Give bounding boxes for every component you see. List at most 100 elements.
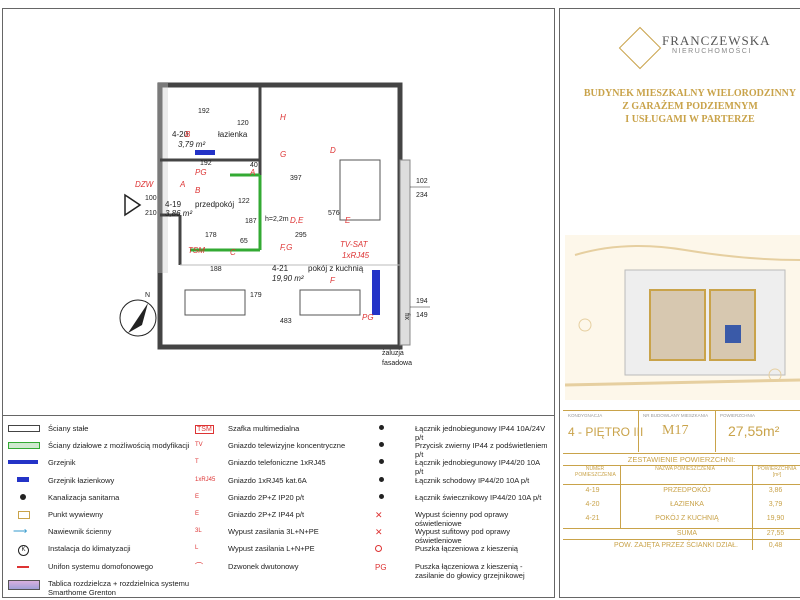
legend-label: Łącznik schodowy IP44/20 10A p/t <box>415 475 530 485</box>
radiator <box>372 270 380 315</box>
svg-text:E: E <box>345 216 351 225</box>
legend-label: Grzejnik łazienkowy <box>48 475 115 485</box>
arrow-icon: ⟶ <box>13 526 28 538</box>
svg-text:DZW: DZW <box>135 180 155 189</box>
svg-text:F,G: F,G <box>280 243 292 252</box>
legend-label: Nawiewnik ścienny <box>48 527 112 537</box>
bell-icon: ⌒ <box>195 561 203 571</box>
svg-text:D: D <box>330 146 336 155</box>
svg-text:65: 65 <box>240 238 248 245</box>
svg-text:4-20: 4-20 <box>172 130 189 139</box>
svg-text:fix: fix <box>403 313 410 321</box>
legend-label: Łącznik jednobiegunowy IP44 10A/24V p/t <box>415 424 546 442</box>
plan-frame <box>2 8 555 598</box>
intercom-icon <box>8 563 29 568</box>
svg-text:TSM: TSM <box>188 246 205 255</box>
table-row-num: 4-19 <box>585 487 600 494</box>
panel-icon <box>8 579 40 590</box>
legend-label: Tablica rozdzielcza + rozdzielnica syste… <box>48 578 190 597</box>
svg-text:3,86 m²: 3,86 m² <box>165 209 192 218</box>
svg-text:192: 192 <box>200 160 212 167</box>
col-area-header: POWIERZCHNIA [m²] <box>757 466 797 478</box>
legend-label: Ściany stałe <box>48 424 89 433</box>
svg-text:A: A <box>249 168 255 177</box>
svg-text:19,90 m²: 19,90 m² <box>272 274 304 283</box>
svg-text:187: 187 <box>245 218 257 225</box>
svg-text:4-19: 4-19 <box>165 200 182 209</box>
svg-text:PG: PG <box>195 168 207 177</box>
svg-text:3,79 m²: 3,79 m² <box>178 140 205 149</box>
unit-label: NR BUDOWLANY MIESZKANIA <box>643 413 709 418</box>
svg-text:A: A <box>179 180 185 189</box>
svg-text:40: 40 <box>250 162 258 169</box>
legend-label: Kanalizacja sanitarna <box>48 492 120 502</box>
svg-text:h=2,2m: h=2,2m <box>265 216 289 223</box>
bath-radiator-icon <box>8 476 29 482</box>
svg-text:397: 397 <box>290 175 302 182</box>
svg-text:N: N <box>145 292 150 299</box>
table-row-name: PRZEDPOKÓJ <box>663 487 711 494</box>
floor-value: 4 - PIĘTRO III <box>568 425 644 439</box>
area-value: 27,55m² <box>728 423 780 439</box>
legend-label: Łącznik świecznikowy IP44/20 10A p/t <box>415 492 542 502</box>
walls-value: 0,48 <box>768 542 783 549</box>
svg-text:576: 576 <box>328 210 340 217</box>
svg-text:1xRJ45: 1xRJ45 <box>342 251 370 260</box>
legend-label: Unifon systemu domofonowego <box>48 561 154 571</box>
col-num-header: NUMER POMIESZCZENIA <box>575 466 616 478</box>
svg-text:188: 188 <box>210 266 222 273</box>
legend-label: Grzejnik <box>48 458 76 468</box>
info-row <box>563 410 800 454</box>
legend-label: Szafka multimedialna <box>228 424 300 433</box>
brand-name: FRANCZEWSKA <box>662 33 771 48</box>
legend-label: Instalacja do klimatyzacji <box>48 544 131 554</box>
svg-text:149: 149 <box>416 312 428 319</box>
building-line2: Z GARAŻEM PODZIEMNYM <box>622 101 758 112</box>
svg-text:G: G <box>280 150 286 159</box>
svg-text:B: B <box>195 186 201 195</box>
e-icon: E <box>195 511 200 517</box>
o-icon <box>375 545 382 553</box>
legend-label: Punkt wywiewny <box>48 510 104 519</box>
tsm-icon: TSM <box>195 425 214 434</box>
room-name: łazienka <box>218 130 248 139</box>
svg-text:fasadowa: fasadowa <box>382 360 412 367</box>
floor-label: KONDYGNACJA <box>568 413 603 418</box>
svg-text:483: 483 <box>280 318 292 325</box>
legend-label: Wypust zasilania L+N+PE <box>228 544 315 554</box>
legend-label: Łącznik jednobiegunowy IP44/20 10A p/t <box>415 458 540 477</box>
walls-label: POW. ZAJĘTA PRZEZ ŚCIANKI DZIAŁ. <box>614 542 738 549</box>
col-name-header: NAZWA POMIESZCZENIA <box>655 466 715 472</box>
svg-text:przedpokój: przedpokój <box>195 200 234 209</box>
radiator-icon <box>8 459 38 465</box>
x-icon: ✕ <box>375 527 383 538</box>
floor-plan: 4-20 łazienka 3,79 m² 4-19 przedpokój 3,… <box>119 82 430 367</box>
svg-text:120: 120 <box>237 120 249 127</box>
1xrj45-icon: 1xRJ45 <box>195 476 216 483</box>
svg-text:234: 234 <box>416 192 428 199</box>
building-line1: BUDYNEK MIESZKALNY WIELORODZINNY <box>583 88 797 99</box>
wall-green-icon <box>8 442 40 450</box>
legend-label: Gniazdo 1xRJ45 kat.6A <box>228 475 307 485</box>
svg-text:295: 295 <box>295 232 307 239</box>
legend-label: Gniazdo telefoniczne 1xRJ45 <box>228 458 326 468</box>
sum-label: SUMA <box>676 530 698 537</box>
svg-text:C: C <box>230 248 236 257</box>
k-circle-icon: K <box>8 545 29 557</box>
pg-icon: PG <box>375 562 387 572</box>
legend-label: Wypust ścienny pod oprawy oświetleniowe <box>415 510 509 528</box>
3l-icon: 3L <box>195 528 202 535</box>
sw-icon <box>375 476 384 482</box>
svg-text:122: 122 <box>238 198 250 205</box>
site-plan <box>565 235 800 400</box>
l-icon: L <box>195 545 199 552</box>
svg-text:B: B <box>185 130 191 139</box>
svg-text:194: 194 <box>416 298 428 305</box>
tv-icon: TV <box>195 442 203 449</box>
legend-label: Przycisk zwierny IP44 z podświetleniem p… <box>415 441 548 460</box>
svg-text:D,E: D,E <box>290 216 304 225</box>
wall-icon <box>8 425 40 432</box>
sw-icon <box>375 493 384 499</box>
svg-text:179: 179 <box>250 292 262 299</box>
north-compass: N <box>119 292 157 337</box>
